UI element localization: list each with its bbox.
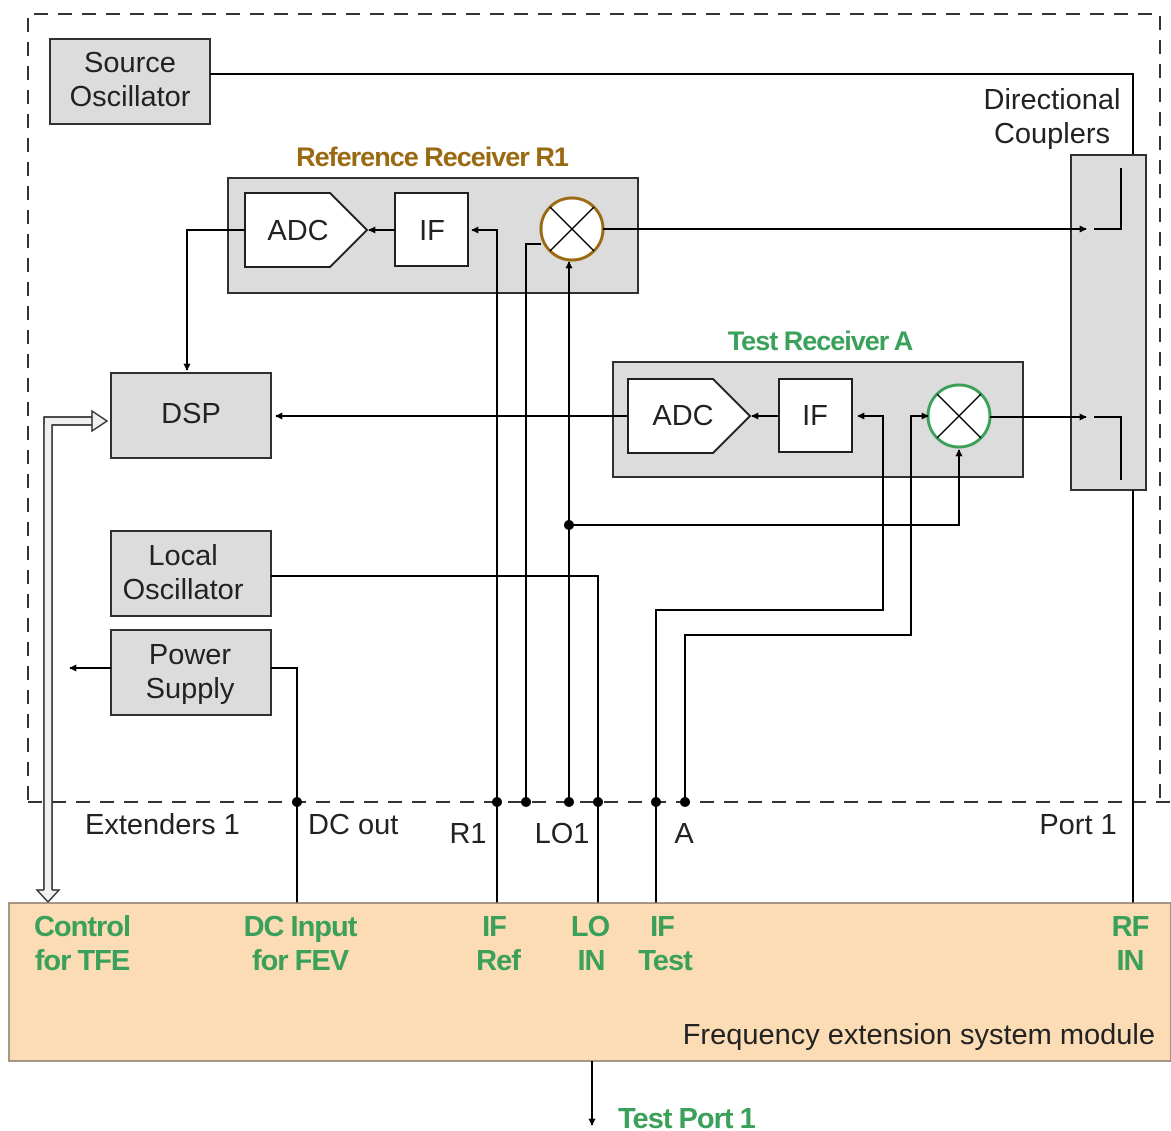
lo1-label: LO1 (535, 818, 590, 850)
test-receiver-title: Test Receiver A (728, 326, 913, 356)
extenders-label: Extenders 1 (85, 809, 240, 841)
reference-receiver-title: Reference Receiver R1 (296, 142, 569, 172)
port1-label: Port 1 (1039, 809, 1116, 841)
module-title: Frequency extension system module (683, 1019, 1155, 1051)
dc-input-label-2: for FEV (252, 945, 350, 977)
source-oscillator-label-1: Source (84, 47, 176, 79)
local-oscillator-block: Local Oscillator (110, 530, 272, 617)
ref-if (394, 192, 469, 267)
power-supply-label-2: Supply (146, 673, 235, 705)
reference-receiver-block: ADC IF (227, 177, 639, 294)
rf-in-label-2: IN (1117, 945, 1144, 977)
dsp-label: DSP (161, 398, 221, 430)
r1-label: R1 (449, 818, 486, 850)
ref-if-label: IF (419, 215, 445, 247)
source-oscillator-label-2: Oscillator (70, 81, 191, 113)
source-to-coupler-wire (210, 73, 1134, 155)
a-label: A (674, 818, 694, 850)
power-supply-label-1: Power (149, 639, 232, 671)
local-oscillator-label-1: Local (148, 540, 217, 572)
if-test-label-2: Test (638, 945, 693, 977)
instrument-boundary (27, 13, 1171, 803)
rf-in-label-1: RF (1112, 911, 1149, 943)
ref-adc-label: ADC (267, 215, 328, 247)
test-adc (627, 378, 752, 454)
couplers-label-1: Directional (984, 84, 1121, 116)
test-adc-label: ADC (652, 400, 713, 432)
source-oscillator-block: Source Oscillator (49, 38, 211, 125)
ref-mixer-icon (539, 196, 605, 262)
junction-dots (292, 520, 690, 807)
power-supply-block: Power Supply (110, 629, 272, 716)
lo-in-label-2: IN (578, 945, 605, 977)
local-oscillator-label-2: Oscillator (123, 574, 244, 606)
dsp-block: DSP (110, 372, 272, 459)
if-ref-label-1: IF (482, 911, 506, 943)
control-input-label-1: Control (34, 911, 130, 943)
couplers-label-2: Couplers (994, 118, 1110, 150)
if-test-label-1: IF (650, 911, 674, 943)
directional-couplers-block: Directional Couplers (984, 84, 1147, 491)
test-mixer-icon (926, 383, 992, 449)
dc-out-label: DC out (308, 809, 398, 841)
lo-in-label-1: LO (571, 911, 610, 943)
test-if-label: IF (802, 400, 828, 432)
dc-input-label-1: DC Input (244, 911, 358, 943)
test-if (778, 378, 853, 453)
test-port-label: Test Port 1 (618, 1103, 756, 1131)
frequency-extension-module: Control for TFE DC Input for FEV IF Ref … (8, 902, 1171, 1062)
test-receiver-block: ADC IF (612, 361, 1024, 478)
ref-adc (244, 192, 369, 268)
if-ref-label-2: Ref (476, 945, 521, 977)
control-input-label-2: for TFE (35, 945, 130, 977)
